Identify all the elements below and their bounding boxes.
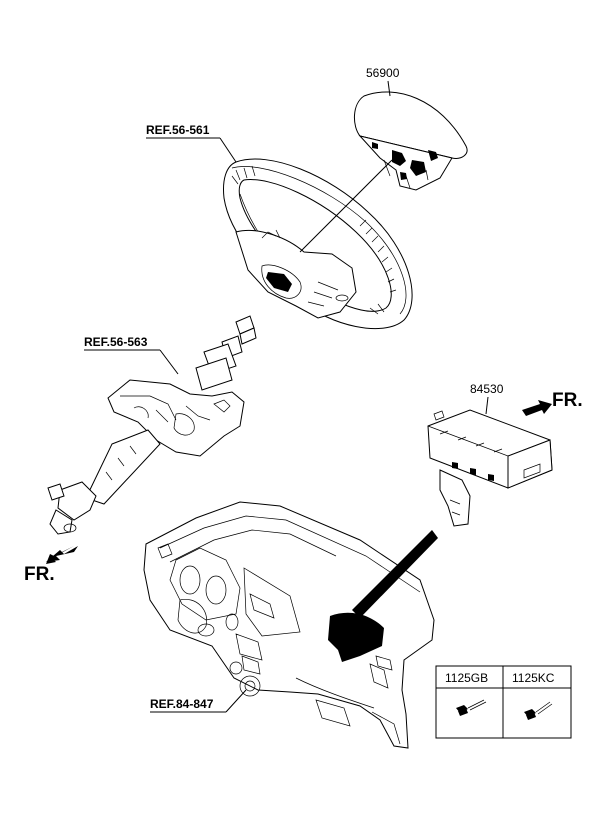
fastener-header-1125gb: 1125GB: [445, 671, 488, 685]
passenger-airbag-install-leader: [352, 530, 438, 618]
ref-crash-pad-leader: [225, 689, 247, 713]
front-label-left: FR.: [24, 564, 55, 585]
front-direction-arrow-right: [522, 400, 552, 416]
ref-steering-column-leader: [159, 349, 179, 375]
bolt-1125gb-icon: [456, 699, 487, 716]
ref-crash-pad: REF.84-847: [150, 697, 214, 711]
bolt-1125kc-icon: [524, 701, 553, 720]
front-direction-arrow-left: [46, 546, 78, 564]
steering-wheel: [223, 158, 413, 330]
ref-steering-column: REF.56-563: [84, 335, 148, 349]
crash-pad-dashboard: [143, 501, 435, 749]
ref-steering-wheel-leader: [219, 137, 237, 163]
driver-airbag-leader: [387, 80, 391, 97]
ref-steering-wheel: REF.56-561: [146, 123, 210, 137]
passenger-airbag-leader: [485, 396, 489, 415]
steering-column: [47, 315, 257, 535]
passenger-airbag-part-number: 84530: [470, 382, 504, 396]
wheel-to-airbag-axis: [299, 159, 393, 253]
driver-airbag-module: [354, 91, 468, 191]
driver-airbag-part-number: 56900: [366, 66, 400, 80]
fastener-header-1125kc: 1125KC: [512, 671, 555, 685]
passenger-airbag-module: [427, 409, 553, 527]
fastener-table: [435, 665, 572, 739]
front-label-right: FR.: [552, 390, 583, 411]
